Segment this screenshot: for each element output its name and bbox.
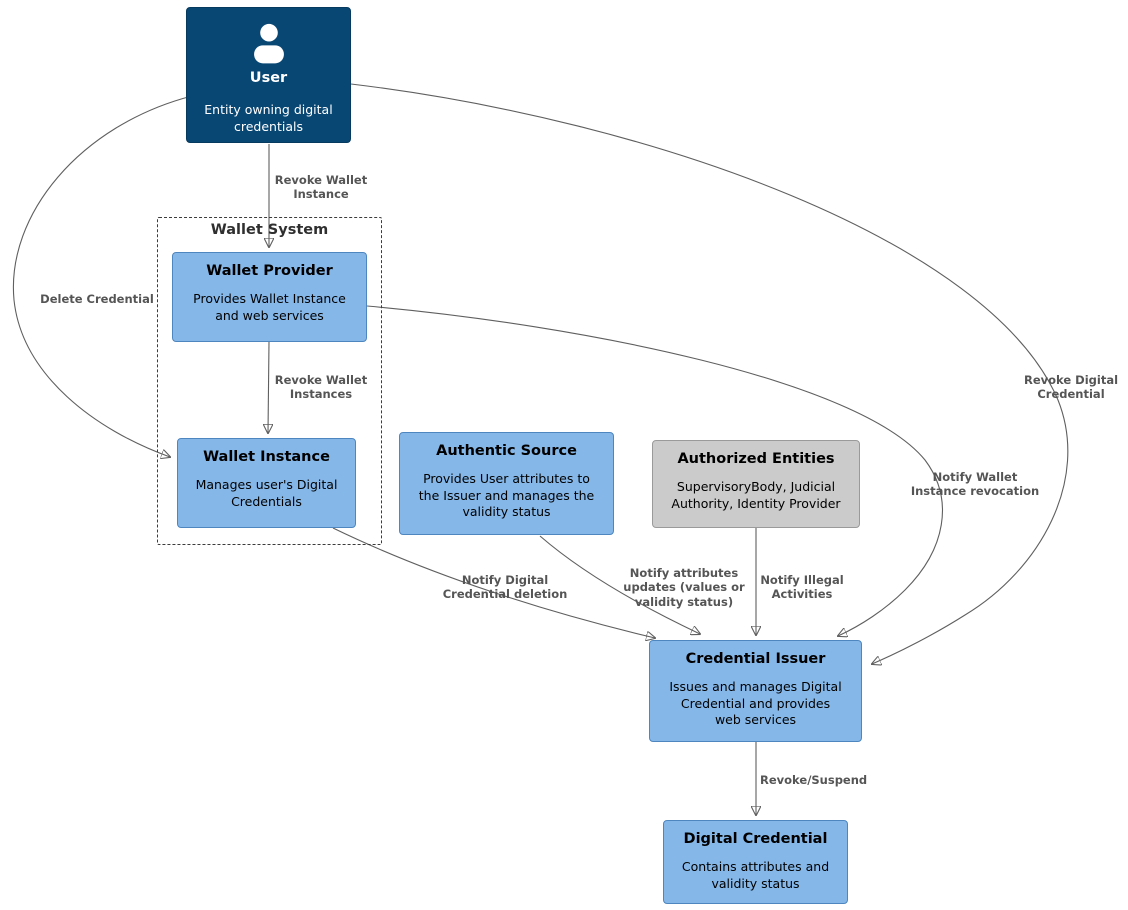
- node-credential-issuer-desc: Issues and manages Digital Credential an…: [669, 679, 842, 727]
- node-authorized-entities-desc: SupervisoryBody, Judicial Authority, Ide…: [671, 479, 841, 511]
- node-authentic-source: Authentic Source Provides User attribute…: [399, 432, 614, 535]
- node-wallet-provider: Wallet Provider Provides Wallet Instance…: [172, 252, 367, 342]
- wallet-system-label: Wallet System: [210, 222, 329, 238]
- edge-user-to-credential-issuer: [350, 83, 1069, 664]
- node-authorized-entities: Authorized Entities SupervisoryBody, Jud…: [652, 440, 860, 528]
- node-credential-issuer: Credential Issuer Issues and manages Dig…: [649, 640, 862, 742]
- edge-label-notify-digital-credential-deletion: Notify Digital Credential deletion: [442, 573, 568, 602]
- edge-label-revoke-suspend: Revoke/Suspend: [760, 773, 868, 787]
- edge-wallet-instance-to-credential-issuer: [332, 527, 655, 638]
- edge-wallet-provider-to-credential-issuer: [366, 305, 943, 636]
- edge-label-notify-attributes-updates: Notify attributes updates (values or val…: [623, 566, 745, 609]
- edge-label-revoke-digital-credential: Revoke Digital Credential: [1023, 373, 1119, 402]
- node-user: User Entity owning digital credentials: [186, 7, 351, 143]
- edge-label-revoke-wallet-instance: Revoke Wallet Instance: [274, 173, 368, 202]
- edge-authentic-source-to-credential-issuer: [539, 535, 700, 634]
- edge-label-revoke-wallet-instances: Revoke Wallet Instances: [274, 373, 368, 402]
- edge-label-notify-illegal-activities: Notify Illegal Activities: [760, 573, 844, 602]
- node-wallet-provider-desc: Provides Wallet Instance and web service…: [193, 291, 346, 323]
- edge-wallet-provider-to-wallet-instance: [268, 341, 269, 433]
- edge-user-to-wallet-instance: [12, 95, 193, 457]
- node-user-title: User: [249, 70, 288, 86]
- user-icon: [195, 22, 342, 68]
- node-wallet-provider-title: Wallet Provider: [206, 263, 333, 279]
- node-digital-credential-desc: Contains attributes and validity status: [681, 859, 830, 891]
- wallet-system-group: Wallet System: [157, 217, 382, 545]
- node-wallet-instance: Wallet Instance Manages user's Digital C…: [177, 438, 356, 528]
- node-digital-credential: Digital Credential Contains attributes a…: [663, 820, 848, 904]
- node-credential-issuer-title: Credential Issuer: [685, 651, 826, 667]
- node-authorized-entities-title: Authorized Entities: [677, 451, 835, 467]
- node-authentic-source-desc: Provides User attributes to the Issuer a…: [418, 471, 595, 519]
- node-user-desc: Entity owning digital credentials: [204, 102, 333, 134]
- node-authentic-source-title: Authentic Source: [436, 443, 577, 459]
- node-wallet-instance-desc: Manages user's Digital Credentials: [195, 477, 338, 509]
- edge-label-notify-wallet-instance-revocation: Notify Wallet Instance revocation: [910, 470, 1040, 499]
- node-wallet-instance-title: Wallet Instance: [203, 449, 330, 465]
- edge-label-delete-credential: Delete Credential: [40, 292, 154, 306]
- node-digital-credential-title: Digital Credential: [683, 831, 828, 847]
